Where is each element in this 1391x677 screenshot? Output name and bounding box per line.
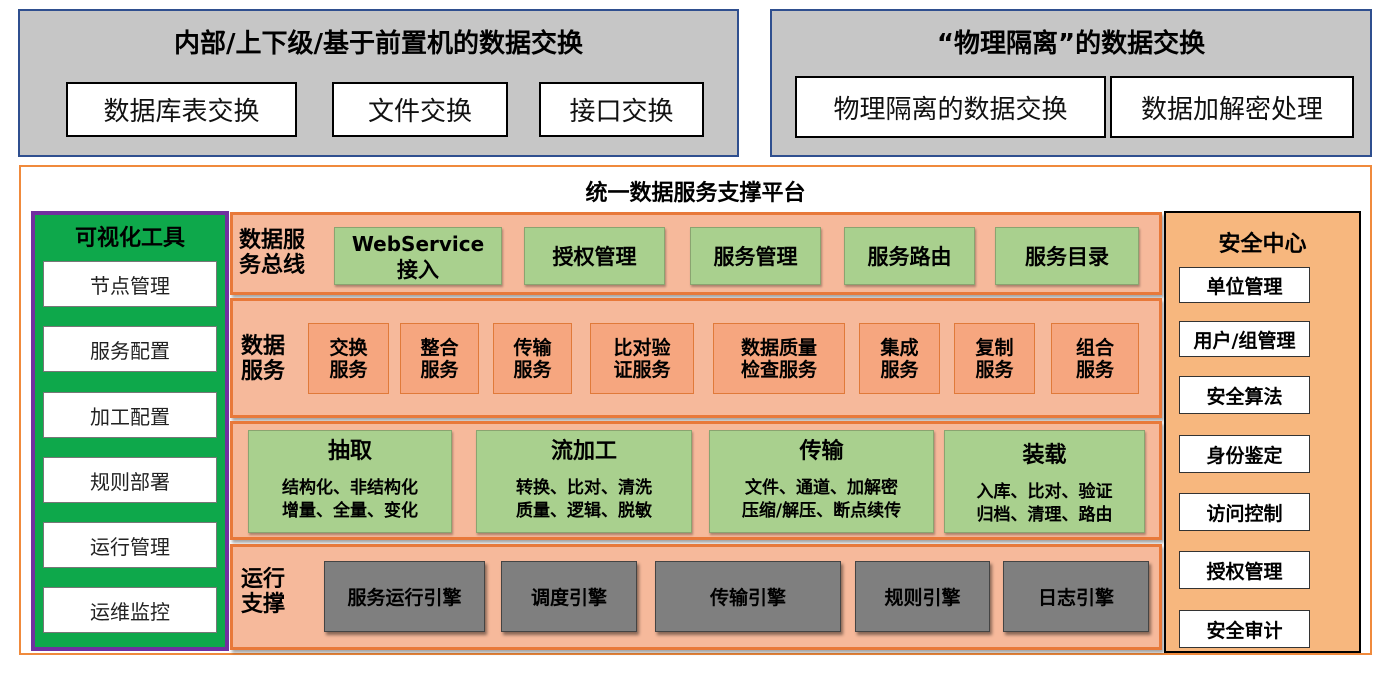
- extraction-title: 抽取: [327, 439, 372, 464]
- security-algorithm-item: 安全算法: [1179, 376, 1310, 414]
- data-encryption-box: 数据加解密处理: [1110, 76, 1354, 138]
- data-processing-band: 抽取 结构化、非结构化 增量、全量、变化 流加工 转换、比对、清洗 质量、逻辑、…: [230, 421, 1162, 540]
- unit-management-item: 单位管理: [1179, 267, 1310, 303]
- physical-isolation-exchange-box: 物理隔离的数据交换: [795, 76, 1106, 138]
- physical-isolation-panel: “物理隔离”的数据交换 物理隔离的数据交换 数据加解密处理: [770, 9, 1372, 157]
- interface-exchange-box: 接口交换: [539, 82, 704, 137]
- stream-processing-title: 流加工: [550, 439, 617, 464]
- security-audit-item: 安全审计: [1179, 610, 1310, 648]
- runtime-support-band: 运行 支撑 服务运行引擎 调度引擎 传输引擎 规则引擎 日志引擎: [230, 544, 1162, 650]
- composite-service-box: 组合服务: [1051, 323, 1139, 394]
- authorization-management-item: 授权管理: [1179, 551, 1310, 589]
- visualization-tools-panel: 可视化工具 节点管理 服务配置 加工配置 规则部署 运行管理 运维监控: [31, 211, 229, 651]
- scheduling-engine-box: 调度引擎: [501, 561, 637, 632]
- service-management-box: 服务管理: [690, 227, 821, 285]
- security-center-panel: 安全中心 单位管理 用户/组管理 安全算法 身份鉴定 访问控制 授权管理 安全审…: [1164, 211, 1361, 653]
- rule-engine-box: 规则引擎: [855, 561, 990, 632]
- log-engine-box: 日志引擎: [1003, 561, 1149, 632]
- service-catalog-box: 服务目录: [995, 227, 1139, 285]
- user-group-management-item: 用户/组管理: [1179, 321, 1310, 357]
- db-table-exchange-box: 数据库表交换: [66, 82, 297, 137]
- transmission-engine-box: 传输引擎: [655, 561, 841, 632]
- exchange-service-box: 交换服务: [308, 323, 389, 394]
- platform-title: 统一数据服务支撑平台: [585, 181, 806, 206]
- physical-isolation-title: “物理隔离”的数据交换: [936, 28, 1206, 59]
- data-services-label: 数据 服务: [241, 334, 286, 384]
- replication-service-box: 复制服务: [954, 323, 1035, 394]
- security-center-title: 安全中心: [1218, 232, 1307, 257]
- data-services-band: 数据 服务 交换服务 整合服务 传输服务 比对验证服务 数据质量检查服务 集成服…: [230, 298, 1162, 418]
- loading-box: 装载 入库、比对、验证 归档、清理、路由: [944, 430, 1145, 533]
- authorization-management-box: 授权管理: [524, 227, 665, 285]
- runtime-support-label: 运行 支撑: [241, 567, 286, 617]
- transmission-box: 传输 文件、通道、加解密 压缩/解压、断点续传: [709, 430, 934, 533]
- integration-service-box: 整合服务: [400, 323, 479, 394]
- file-exchange-box: 文件交换: [332, 82, 508, 137]
- rule-deploy-item: 规则部署: [43, 457, 217, 503]
- loading-title: 装载: [1022, 443, 1067, 468]
- comparison-verification-service-box: 比对验证服务: [590, 323, 694, 394]
- data-service-bus-band: 数据服 务总线 WebService 接入 授权管理 服务管理 服务路由 服务目…: [230, 212, 1162, 295]
- transmission-title: 传输: [799, 439, 844, 464]
- run-management-item: 运行管理: [43, 522, 217, 568]
- webservice-access-box: WebService 接入: [334, 227, 502, 285]
- extraction-box: 抽取 结构化、非结构化 增量、全量、变化: [248, 430, 452, 533]
- service-bus-label: 数据服 务总线: [239, 228, 306, 278]
- visualization-tools-title: 可视化工具: [74, 226, 185, 251]
- ops-monitor-item: 运维监控: [43, 587, 217, 633]
- node-management-item: 节点管理: [43, 261, 217, 307]
- internal-exchange-title: 内部/上下级/基于前置机的数据交换: [174, 28, 583, 59]
- processing-config-item: 加工配置: [43, 392, 217, 438]
- identity-authentication-item: 身份鉴定: [1179, 435, 1310, 473]
- data-quality-check-service-box: 数据质量检查服务: [713, 323, 845, 394]
- service-routing-box: 服务路由: [844, 227, 975, 285]
- stream-processing-box: 流加工 转换、比对、清洗 质量、逻辑、脱敏: [476, 430, 692, 533]
- transmission-service-box: 传输服务: [493, 323, 572, 394]
- integrated-service-box: 集成服务: [859, 323, 940, 394]
- service-runtime-engine-box: 服务运行引擎: [324, 561, 485, 632]
- service-config-item: 服务配置: [43, 326, 217, 372]
- internal-exchange-panel: 内部/上下级/基于前置机的数据交换 数据库表交换 文件交换 接口交换: [18, 9, 739, 157]
- access-control-item: 访问控制: [1179, 493, 1310, 531]
